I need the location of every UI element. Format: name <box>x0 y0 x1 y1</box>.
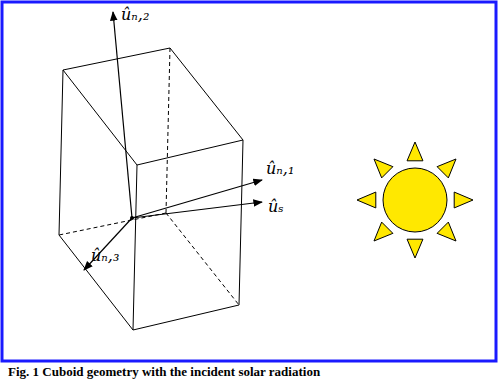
sun-ray <box>407 142 423 161</box>
vector-label: ûₛ <box>268 198 284 216</box>
sun-ray <box>454 192 473 208</box>
sun-ray <box>374 222 393 241</box>
sun-ray <box>437 222 456 241</box>
vector-label: ûₙ,₁ <box>266 160 294 178</box>
sun-symbol <box>357 142 473 258</box>
vector-label: ûₙ,₃ <box>91 247 119 265</box>
frame-border <box>2 2 496 361</box>
sun-ray <box>374 159 393 178</box>
vector-label: ûₙ,₂ <box>121 6 149 24</box>
sun-ray <box>357 192 376 208</box>
figure-caption: Fig. 1 Cuboid geometry with the incident… <box>8 365 320 379</box>
sun-ray <box>437 159 456 178</box>
sun-disc <box>383 168 447 232</box>
origin-dot <box>130 216 134 220</box>
sun-ray <box>407 239 423 258</box>
cuboid <box>59 48 243 330</box>
unit-vectors <box>84 12 262 270</box>
